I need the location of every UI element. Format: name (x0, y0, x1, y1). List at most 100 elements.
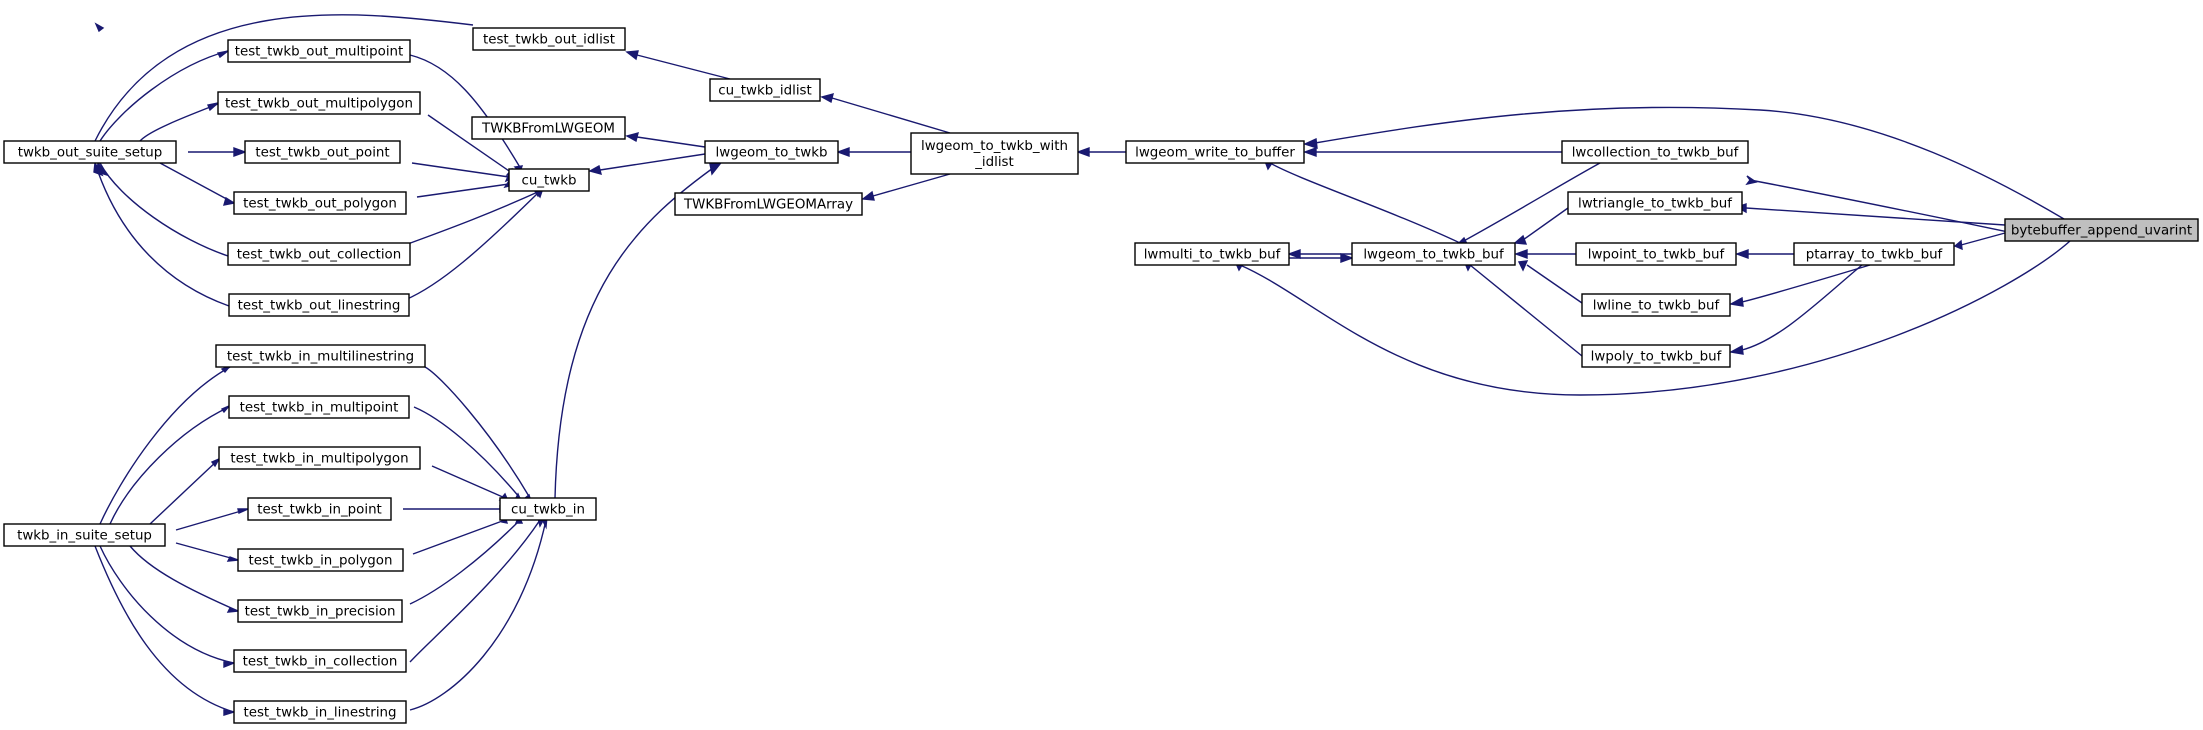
node-test-twkb-in-point[interactable]: test_twkb_in_point (247, 497, 392, 521)
node-lwcollection-to-twkb-buf[interactable]: lwcollection_to_twkb_buf (1561, 140, 1749, 164)
edge-line (636, 136, 706, 148)
node-test-twkb-out-polygon[interactable]: test_twkb_out_polygon (233, 191, 407, 215)
edge-line (1239, 240, 2071, 396)
edge-n3-to-n4 (820, 93, 951, 134)
edge-n33-to-n27 (1464, 259, 1583, 357)
edge-arrowhead (861, 190, 875, 201)
edge-arrowhead (1075, 147, 1090, 157)
node-cu-twkb-in[interactable]: cu_twkb_in (499, 497, 597, 521)
edge-line (409, 519, 541, 663)
node-cu-twkb-idlist[interactable]: cu_twkb_idlist (709, 78, 821, 102)
edge-arrowhead (1517, 260, 1529, 272)
node-lwgeom-to-twkb-with-idlist[interactable]: lwgeom_to_twkb_with_idlist (910, 132, 1079, 175)
edge-arrowhead (588, 164, 602, 175)
node-label: test_twkb_in_point (257, 503, 382, 518)
node-lwgeom-to-twkb-buf[interactable]: lwgeom_to_twkb_buf (1351, 242, 1516, 266)
node-lwpoint-to-twkb-buf[interactable]: lwpoint_to_twkb_buf (1575, 242, 1737, 266)
node-twkb-in-suite-setup[interactable]: twkb_in_suite_setup (3, 523, 166, 547)
edge-line (139, 103, 219, 142)
edge-n21-to-n17 (149, 457, 221, 525)
node-label: test_twkb_out_polygon (243, 197, 397, 212)
edge-line (149, 458, 220, 525)
node-lwgeom-to-twkb[interactable]: lwgeom_to_twkb (704, 140, 839, 164)
edge-line (411, 162, 510, 178)
edge-line (99, 366, 231, 525)
edge-line (554, 162, 721, 499)
node-box (218, 446, 421, 470)
edge-line (599, 153, 706, 171)
edge-n3-to-n26 (861, 173, 951, 201)
node-box (233, 700, 407, 724)
node-label: test_twkb_out_linestring (238, 299, 401, 314)
node-lwmulti-to-twkb-buf[interactable]: lwmulti_to_twkb_buf (1134, 242, 1290, 266)
edge-line (416, 183, 510, 198)
node-label: lwgeom_to_twkb_with (921, 139, 1068, 154)
node-lwgeom-write-to-buffer[interactable]: lwgeom_write_to_buffer (1125, 140, 1305, 164)
graph-nodes: bytebuffer_append_uvarint lwcollection_to… (3, 27, 2199, 724)
node-twkb-out-suite-setup[interactable]: twkb_out_suite_setup (3, 140, 177, 164)
node-test-twkb-in-polygon[interactable]: test_twkb_in_polygon (237, 548, 404, 572)
node-test-twkb-out-idlist[interactable]: test_twkb_out_idlist (472, 27, 626, 51)
edge-arrowhead (223, 709, 235, 716)
edge-n8-to-n14 (416, 178, 510, 198)
node-test-twkb-out-point[interactable]: test_twkb_out_point (244, 140, 401, 164)
edge-n3-to-n7 (835, 147, 911, 157)
edge-line (99, 162, 229, 257)
node-box (3, 140, 177, 164)
node-test-twkb-in-multipolygon[interactable]: test_twkb_in_multipolygon (218, 446, 421, 470)
node-test-twkb-out-collection[interactable]: test_twkb_out_collection (227, 242, 411, 266)
edge-line (109, 406, 230, 525)
node-label: cu_twkb_idlist (718, 84, 812, 99)
edge-line (94, 14, 474, 142)
node-box (674, 192, 863, 216)
node-ptarray-to-twkb-buf[interactable]: ptarray_to_twkb_buf (1793, 242, 1955, 266)
node-label: lwline_to_twkb_buf (1593, 299, 1720, 314)
node-box (1581, 344, 1731, 368)
node-test-twkb-in-precision[interactable]: test_twkb_in_precision (237, 599, 403, 623)
node-test-twkb-out-linestring[interactable]: test_twkb_out_linestring (228, 293, 410, 317)
edge-line (1741, 264, 1871, 303)
edge-line (412, 519, 506, 555)
edge-line (1741, 264, 1863, 351)
node-test-twkb-in-multipoint[interactable]: test_twkb_in_multipoint (228, 395, 410, 419)
node-test-twkb-in-multilinestring[interactable]: test_twkb_in_multilinestring (215, 344, 426, 368)
node-lwpoly-to-twkb-buf[interactable]: lwpoly_to_twkb_buf (1581, 344, 1731, 368)
node-box (233, 649, 407, 673)
edge-n2-to-n3 (1075, 147, 1126, 157)
node-test-twkb-in-linestring[interactable]: test_twkb_in_linestring (233, 700, 407, 724)
edge-arrowhead (1303, 137, 1318, 150)
node-lwtriangle-to-twkb-buf[interactable]: lwtriangle_to_twkb_buf (1567, 191, 1743, 215)
node-bytebuffer-append-uvarint[interactable]: bytebuffer_append_uvarint (2004, 218, 2199, 242)
edge-n15-to-n19 (424, 366, 533, 504)
edge-arrowhead (1286, 249, 1301, 259)
node-cu-twkb[interactable]: cu_twkb (508, 168, 590, 192)
edge-n11-to-n6 (99, 50, 229, 142)
node-label: _idlist (974, 155, 1014, 170)
node-label: bytebuffer_append_uvarint (2011, 224, 2192, 239)
edge-line (1745, 207, 2006, 226)
node-label: TWKBFromLWGEOMArray (683, 198, 853, 213)
edge-arrowhead (1728, 344, 1744, 355)
edge-n19-to-n17 (99, 364, 233, 525)
edge-n14-to-n6 (159, 162, 236, 206)
node-test-twkb-in-collection[interactable]: test_twkb_in_collection (233, 649, 407, 673)
edge-line (409, 54, 522, 170)
node-test-twkb-out-multipoint[interactable]: test_twkb_out_multipoint (227, 39, 411, 63)
node-test-twkb-out-multipolygon[interactable]: test_twkb_out_multipolygon (217, 91, 421, 115)
node-label: cu_twkb (521, 174, 576, 189)
edge-line (1269, 162, 1461, 244)
node-lwline-to-twkb-buf[interactable]: lwline_to_twkb_buf (1581, 293, 1731, 317)
edge-n30-to-n33 (1728, 264, 1863, 355)
edge-n27-to-n2 (1264, 159, 1461, 244)
node-twkbfromlwgeom[interactable]: TWKBFromLWGEOM (471, 116, 626, 140)
node-twkbfromlwgeomarray[interactable]: TWKBFromLWGEOMArray (674, 192, 863, 216)
node-box (910, 132, 1079, 175)
edge-n31-to-n27 (1517, 260, 1583, 304)
node-box (2004, 218, 2199, 242)
edge-arrowhead (94, 22, 105, 33)
edge-arrowhead (835, 147, 850, 157)
node-label: test_twkb_in_precision (245, 605, 396, 620)
edge-n8-to-n11 (409, 54, 524, 174)
edge-n5-to-n6 (94, 14, 474, 142)
node-label: lwpoly_to_twkb_buf (1591, 350, 1722, 365)
